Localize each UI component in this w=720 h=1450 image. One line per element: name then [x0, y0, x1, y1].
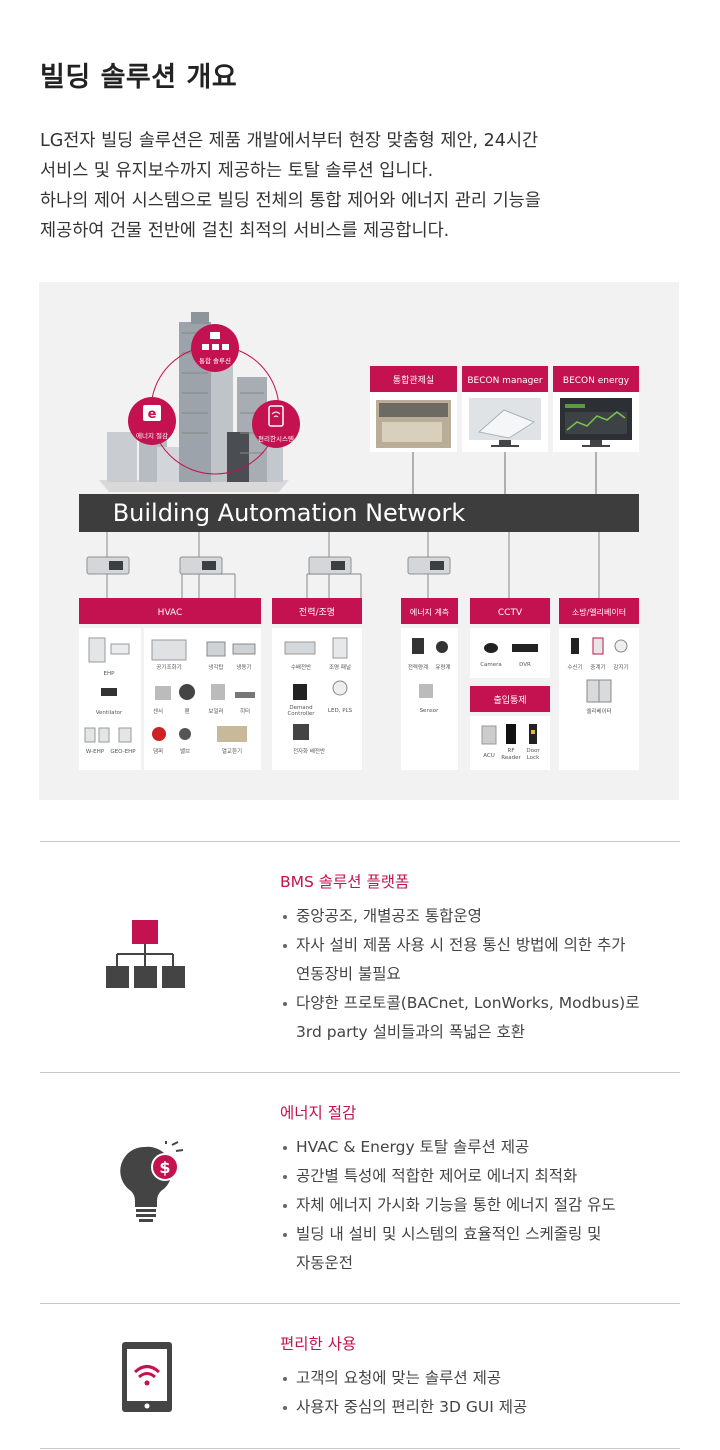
network-controllers: [86, 556, 451, 575]
network-label: Building Automation Network: [113, 499, 466, 527]
power-item: 수배전반: [291, 663, 311, 671]
feature-bullet: 고객의 요청에 맞는 솔루션 제공: [280, 1364, 527, 1393]
hvac-item: 히터: [240, 707, 250, 715]
hvac-item: W-EHP: [86, 749, 105, 755]
cctv-item: Camera: [480, 662, 502, 668]
feature-bullet: 자체 에너지 가시화 기능을 통한 에너지 절감 유도: [280, 1191, 616, 1220]
energy-saving-badge: e 에너지 절감: [128, 397, 176, 445]
feature-title: 편리한 사용: [280, 1335, 357, 1353]
svg-text:e: e: [148, 407, 157, 422]
hvac-item: 댐퍼: [153, 747, 163, 755]
hvac-item: Ventilator: [96, 710, 123, 716]
diagram-svg: 통합 솔루션 e 에너지 절감 편리한시스템 통합관제실 BECON manag: [79, 312, 639, 770]
intro-line: LG전자 빌딩 솔루션은 제품 개발에서부터 현장 맞춤형 제안, 24시간: [40, 131, 539, 151]
monitor-becon-energy-label: BECON energy: [563, 376, 630, 386]
monitor-becon-manager: BECON manager: [462, 366, 548, 500]
feature-bullets: 중앙공조, 개별공조 통합운영 자사 설비 제품 사용 시 전용 통신 방법에 …: [280, 902, 639, 1047]
access-item: Lock: [527, 755, 540, 761]
hvac-item: 열교환기: [222, 747, 242, 755]
hvac-label: HVAC: [158, 608, 183, 618]
feature-bullet: 공간별 특성에 적합한 제어로 에너지 최적화: [280, 1162, 616, 1191]
divider: [40, 841, 680, 842]
integrated-solution-badge: 통합 솔루션: [191, 324, 239, 372]
intro-line: 서비스 및 유지보수까지 제공하는 토탈 솔루션 입니다.: [40, 161, 434, 181]
category-fire-elevator: 소방/엘리베이터 수신기 중계기 감지기 엘리베이터: [559, 598, 639, 770]
lightbulb-dollar-icon: $: [120, 1141, 190, 1231]
metering-item: 전력량계: [408, 663, 428, 671]
monitor-becon-manager-label: BECON manager: [467, 376, 543, 386]
tablet-wifi-icon: [120, 1340, 176, 1420]
feature-energy-saving: $ 에너지 절감 HVAC & Energy 토탈 솔루션 제공 공간별 특성에…: [40, 1073, 680, 1303]
category-cctv: CCTV Camera DVR: [470, 598, 550, 678]
fire-item: 수신기: [567, 663, 582, 671]
access-label: 출입통제: [493, 694, 526, 706]
integrated-solution-label: 통합 솔루션: [199, 356, 231, 365]
access-item: Reader: [501, 755, 521, 761]
cctv-label: CCTV: [498, 608, 523, 618]
hvac-item: 센서: [153, 707, 163, 715]
feature-bullet: 중앙공조, 개별공조 통합운영: [280, 902, 639, 931]
category-access-control: 출입통제 ACU RF Reader Door Lock: [470, 686, 550, 770]
monitor-becon-energy: BECON energy: [553, 366, 639, 500]
intro-line: 하나의 제어 시스템으로 빌딩 전체의 통합 제어와 에너지 관리 기능을: [40, 191, 541, 211]
category-power-lighting: 전력/조명 수배전반 조명 패널 Demand Controller LED, …: [272, 598, 362, 770]
monitor-control-room-label: 통합관제실: [393, 375, 434, 386]
fire-item: 감지기: [613, 663, 628, 671]
building-solution-diagram: 통합 솔루션 e 에너지 절감 편리한시스템 통합관제실 BECON manag: [39, 282, 679, 800]
fire-item: 엘리베이터: [586, 707, 611, 715]
power-item: LED, PLS: [328, 708, 353, 714]
building-automation-network-bar: Building Automation Network: [79, 494, 639, 532]
hvac-item: 팬: [184, 707, 189, 715]
metering-item: Sensor: [420, 708, 440, 714]
hvac-item: EHP: [104, 671, 116, 677]
feature-bullets: 고객의 요청에 맞는 솔루션 제공 사용자 중심의 편리한 3D GUI 제공: [280, 1364, 527, 1422]
cctv-item: DVR: [519, 662, 531, 668]
hvac-item: 보일러: [208, 707, 223, 715]
hvac-item: 공기조화기: [156, 663, 181, 671]
power-item: Controller: [287, 711, 315, 717]
hvac-item: 밸브: [180, 747, 190, 755]
intro-line: 제공하여 건물 전반에 걸친 최적의 서비스를 제공합니다.: [40, 221, 450, 241]
power-item: Demand: [289, 705, 312, 711]
category-energy-metering: 에너지 계측 전력량계 유량계 Sensor: [401, 598, 458, 770]
fire-label: 소방/엘리베이터: [572, 607, 626, 617]
power-label: 전력/조명: [299, 606, 335, 618]
feature-bullet: 사용자 중심의 편리한 3D GUI 제공: [280, 1393, 527, 1422]
fire-item: 중계기: [590, 663, 605, 671]
hvac-item: 냉동기: [236, 663, 251, 671]
feature-bullets: HVAC & Energy 토탈 솔루션 제공 공간별 특성에 적합한 제어로 …: [280, 1133, 616, 1278]
feature-convenience: 편리한 사용 고객의 요청에 맞는 솔루션 제공 사용자 중심의 편리한 3D …: [40, 1304, 680, 1448]
page-title: 빌딩 솔루션 개요: [40, 62, 238, 93]
power-item: 조명 패널: [329, 663, 351, 671]
intro-text: LG전자 빌딩 솔루션은 제품 개발에서부터 현장 맞춤형 제안, 24시간 서…: [40, 126, 700, 246]
monitor-control-room: 통합관제실: [370, 366, 457, 500]
convenience-badge: 편리한시스템: [252, 400, 300, 448]
metering-label: 에너지 계측: [410, 607, 449, 617]
feature-bms-platform: BMS 솔루션 플랫폼 중앙공조, 개별공조 통합운영 자사 설비 제품 사용 …: [40, 842, 680, 1072]
access-item: RF: [508, 748, 515, 754]
power-item: 전자화 배전반: [293, 747, 325, 755]
feature-title: 에너지 절감: [280, 1104, 357, 1122]
divider: [40, 1303, 680, 1304]
access-item: Door: [526, 748, 540, 754]
feature-bullet: HVAC & Energy 토탈 솔루션 제공: [280, 1133, 616, 1162]
hvac-item: 냉각탑: [208, 663, 223, 671]
access-item: ACU: [483, 753, 495, 759]
feature-title: BMS 솔루션 플랫폼: [280, 873, 410, 891]
divider: [40, 1072, 680, 1073]
metering-item: 유량계: [435, 663, 450, 671]
hvac-item: GEO-EHP: [110, 749, 136, 755]
energy-saving-label: 에너지 절감: [136, 431, 168, 440]
network-hierarchy-icon: [100, 916, 190, 996]
convenience-label: 편리한시스템: [258, 434, 294, 443]
svg-text:$: $: [159, 1158, 170, 1177]
category-hvac: HVAC EHP 공기조화기 냉각탑 냉동기: [79, 598, 261, 770]
divider: [40, 1448, 680, 1449]
